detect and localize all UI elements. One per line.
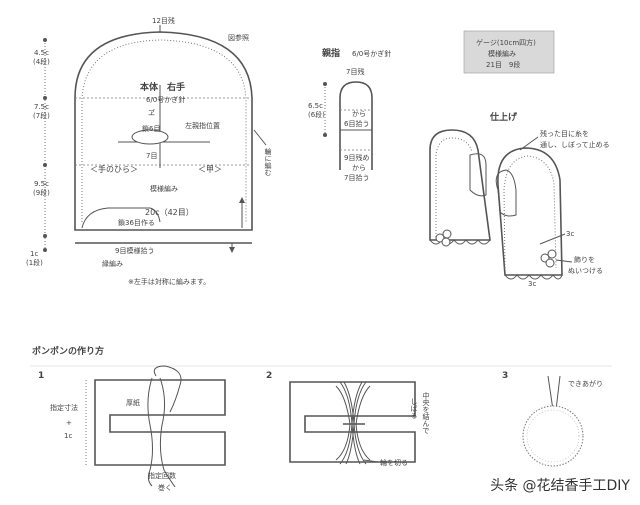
thumb-chart xyxy=(323,81,373,170)
thumb-chain-label: 鎖6目 xyxy=(142,124,160,133)
thumb-position-label: 左親指位置 xyxy=(185,121,220,130)
pompom-step2: 2 xyxy=(266,371,272,381)
width-label: 20c（42目） xyxy=(145,208,194,217)
thumb-from-a: から xyxy=(352,110,366,118)
ref-pattern-label: 図参照 xyxy=(228,33,249,42)
stitch-7-label: 7目 xyxy=(146,152,157,160)
dim-mid: 7.5c xyxy=(34,103,49,111)
main-body-title: 本体 右手 xyxy=(140,81,185,93)
pompom-size2: + xyxy=(66,419,72,427)
pompom-step1-figure xyxy=(94,365,226,488)
thumb-dim-rows: (6段) xyxy=(308,110,325,119)
thumb-opening xyxy=(131,129,169,145)
finish-note1: 残った目に糸を xyxy=(540,129,589,138)
pattern-stitch-label: 模様編み xyxy=(150,184,178,193)
pompom-wind2: 巻く xyxy=(158,483,172,492)
main-body-chart xyxy=(43,31,253,253)
dim-low: 9.5c xyxy=(34,180,49,188)
body-outline xyxy=(74,31,253,231)
left-mitten xyxy=(429,129,491,241)
thumb-bottom-a: 9目残め xyxy=(344,153,369,162)
dim-mid-rows: (7段) xyxy=(33,111,50,120)
thumb-outline xyxy=(339,81,373,170)
dim-top: 4.5c xyxy=(34,49,49,57)
watermark: 头条 @花结香手工DIY xyxy=(488,475,632,495)
pompom-tie-label: 中央を結んで しばる xyxy=(410,391,430,434)
palm-label: ＜手のひら＞ xyxy=(90,164,138,174)
svg-text:しばる: しばる xyxy=(410,398,418,419)
thumb-dim: 6.5c xyxy=(308,102,323,110)
dim-low-rows: (9段) xyxy=(33,188,50,197)
thumb-hook: 6/0号かぎ針 xyxy=(352,49,391,58)
gauge-box xyxy=(463,30,555,74)
pompom-step2-figure xyxy=(289,381,416,465)
thumb-pickup-a: 6目拾う xyxy=(344,119,369,128)
main-hook-label: 6/0号かぎ針 xyxy=(146,95,185,104)
gauge-line1: ゲージ(10cm四方) xyxy=(476,38,536,47)
pompom-wind1: 指定回数 xyxy=(148,471,176,480)
gauge-line3: 21目 9段 xyxy=(486,60,520,69)
finish-attach1: 飾りを xyxy=(574,255,595,264)
pompom-size1: 指定寸法 xyxy=(50,403,78,412)
pompom-size3: 1c xyxy=(64,432,72,440)
top-rows-label: 12目残 xyxy=(152,16,175,25)
thumb-top-label: 7目残 xyxy=(346,67,364,76)
chain-start-curve xyxy=(81,207,161,229)
gauge-line2: 模様編み xyxy=(488,49,516,58)
finish-size-b: 3c xyxy=(528,280,536,288)
finish-size-a: 3c xyxy=(566,230,574,238)
pompom-title: ポンポンの作り方 xyxy=(32,345,104,357)
dim-top-rows: (4段) xyxy=(33,57,50,66)
dim-cuff-rows: (1段) xyxy=(26,258,43,267)
pompom-done: できあがり xyxy=(568,379,603,388)
pickup-label: 9目模様拾う xyxy=(115,246,154,255)
thumb-pickup-b: 7目拾う xyxy=(344,173,369,182)
finish-note2: 通し、しぼって止める xyxy=(540,140,610,149)
back-label: ＜甲＞ xyxy=(198,165,222,174)
pompom-step1: 1 xyxy=(38,371,44,381)
thumb-rows-a: ヹ xyxy=(148,108,155,117)
arrow-down-head xyxy=(229,247,235,253)
thumb-title: 親指 xyxy=(322,47,340,59)
finish-title: 仕上げ xyxy=(489,111,518,123)
svg-text:中央を結んで: 中央を結んで xyxy=(422,391,430,434)
right-mitten xyxy=(497,147,563,276)
pompom-cardboard: 厚紙 xyxy=(126,398,140,407)
chain-start-label: 鎖36目作る xyxy=(118,218,155,227)
pompom-cut: 輪を切る xyxy=(380,458,408,467)
edge-label: 縁編み xyxy=(102,259,123,268)
pompom-step3: 3 xyxy=(502,371,508,381)
svg-text:輪に編む: 輪に編む xyxy=(264,147,272,176)
mirror-note: ※左手は対称に編みます。 xyxy=(128,277,210,286)
body-inner-outline xyxy=(81,39,247,222)
round-label: 輪に編む xyxy=(264,147,272,176)
dim-cuff: 1c xyxy=(30,250,38,258)
finish-attach2: ぬいつける xyxy=(568,267,603,275)
pompom-step3-figure xyxy=(522,375,584,467)
thumb-from-b: から xyxy=(352,164,366,172)
arrow-up-head xyxy=(239,197,245,203)
finished-mittens xyxy=(429,129,563,280)
